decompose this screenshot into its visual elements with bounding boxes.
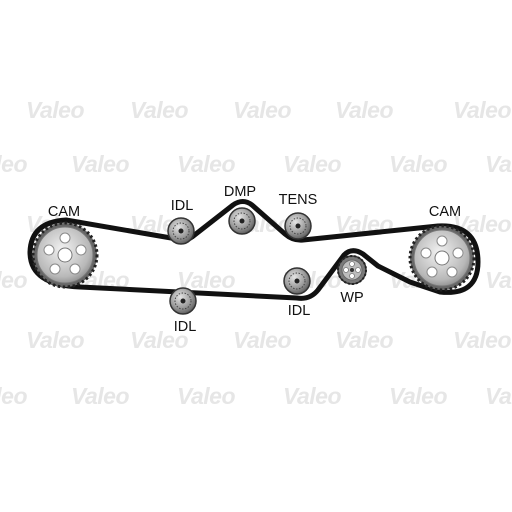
watermark-text: Valeo <box>485 267 512 293</box>
label-idl-bottom-left: IDL <box>174 319 197 335</box>
cam-sprocket-left <box>31 221 99 289</box>
watermark-text: Valeo <box>389 151 447 177</box>
watermark-text: Valeo <box>335 97 393 123</box>
watermark-text: Valeo <box>26 327 84 353</box>
watermark-text: Valeo <box>233 327 291 353</box>
watermark-text: Valeo <box>71 383 129 409</box>
watermark-text: Valeo <box>283 151 341 177</box>
cam-sprocket-right <box>408 224 476 292</box>
watermark-text: Valeo <box>485 383 512 409</box>
label-cam-right: CAM <box>429 204 461 220</box>
label-dmp: DMP <box>224 184 256 200</box>
water-pump-sprocket <box>337 255 367 285</box>
watermark-text: Valeo <box>283 383 341 409</box>
watermark-text: Valeo <box>0 151 27 177</box>
watermark-text: Valeo <box>453 327 511 353</box>
watermark-text: Valeo <box>485 151 512 177</box>
watermark-text: Valeo <box>335 327 393 353</box>
label-wp: WP <box>340 290 363 306</box>
label-idl-bottom-right: IDL <box>288 303 311 319</box>
watermark-text: Valeo <box>177 151 235 177</box>
watermark-text: Valeo <box>26 97 84 123</box>
idler-pulley-bottom-right <box>283 267 311 295</box>
cam-left-holes <box>43 232 87 275</box>
tensioner-pulley <box>284 212 312 240</box>
damper-pulley <box>228 207 256 235</box>
watermark-text: Valeo <box>0 267 27 293</box>
label-tens: TENS <box>279 192 318 208</box>
watermark-text: Valeo <box>130 327 188 353</box>
watermark-text: Valeo <box>0 383 27 409</box>
watermark-text: Valeo <box>130 97 188 123</box>
watermark-text: Valeo <box>233 97 291 123</box>
watermark-text: Valeo <box>453 97 511 123</box>
label-idl-top: IDL <box>171 198 194 214</box>
idler-pulley-bottom-left <box>169 287 197 315</box>
watermark-text: Valeo <box>389 383 447 409</box>
watermark-text: Valeo <box>71 151 129 177</box>
idler-pulley-top <box>167 217 195 245</box>
cam-right-holes <box>420 235 464 278</box>
watermark-text: Valeo <box>177 383 235 409</box>
label-cam-left: CAM <box>48 204 80 220</box>
